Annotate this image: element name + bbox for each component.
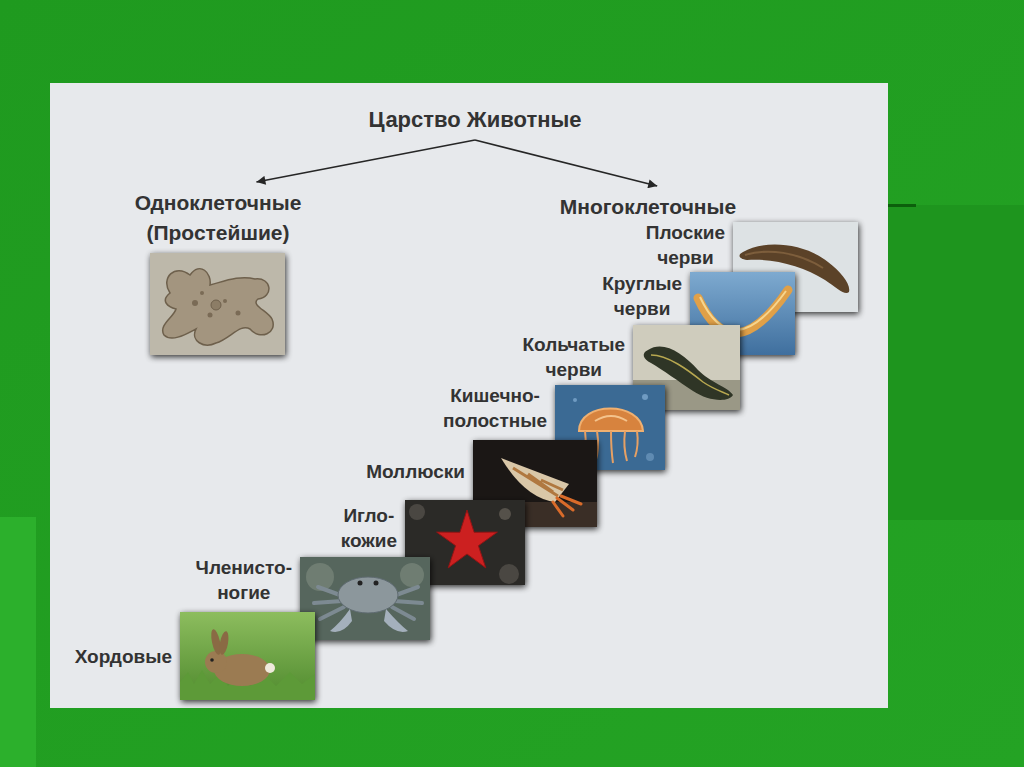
amoeba-photo xyxy=(150,253,285,355)
taxon-label: Плоские черви xyxy=(646,220,725,270)
mollusc-photo xyxy=(553,496,581,516)
taxon-card: Плоские черви xyxy=(642,216,858,312)
taxon-label: Моллюски xyxy=(366,459,465,484)
crab-photo xyxy=(374,581,379,586)
mollusc-photo xyxy=(513,468,563,496)
heading-text: Многоклеточные xyxy=(560,192,736,222)
content-panel xyxy=(50,83,888,708)
roundworm-photo xyxy=(700,291,786,330)
amoeba-photo xyxy=(150,253,285,355)
taxon-label: Кольчатые черви xyxy=(522,332,625,382)
taxon-label: Игло- кожие xyxy=(341,503,397,553)
crab-photo xyxy=(400,563,424,587)
rabbit-photo xyxy=(180,612,315,700)
rabbit-photo xyxy=(265,663,275,673)
taxon-card: Круглые черви xyxy=(598,267,795,355)
amoeba-photo xyxy=(211,300,221,310)
crab-photo xyxy=(300,557,430,640)
mollusc-photo xyxy=(501,458,569,502)
crab-photo xyxy=(338,577,398,613)
taxon-label: Хордовые xyxy=(75,644,172,669)
amoeba-photo xyxy=(223,299,227,303)
amoeba-photo xyxy=(150,253,285,355)
rabbit-photo xyxy=(180,612,315,700)
amoeba-photo xyxy=(208,313,213,318)
jellyfish-photo xyxy=(579,409,643,432)
taxon-card: Кольчатые черви xyxy=(518,325,740,410)
amoeba-photo xyxy=(192,300,198,306)
amoeba-photo xyxy=(163,269,274,345)
arrow-connector xyxy=(475,140,657,186)
flatworm-photo xyxy=(745,252,823,268)
jellyfish-photo xyxy=(573,398,577,402)
branch-node: Многоклеточные xyxy=(556,188,740,226)
jellyfish-photo xyxy=(595,416,627,421)
taxon-label: Круглые черви xyxy=(602,271,682,321)
taxon-card: Хордовые xyxy=(71,612,315,700)
branch-node: Одноклеточные (Простейшие) xyxy=(131,184,306,355)
amoeba-photo xyxy=(200,291,204,295)
starfish-photo xyxy=(437,510,498,568)
deco-line xyxy=(888,204,916,207)
rabbit-photo xyxy=(210,658,214,662)
taxon-card: Кишечно- полостные xyxy=(439,379,665,470)
arrow-connector xyxy=(256,140,475,182)
amoeba-photo xyxy=(236,311,241,316)
crab-photo xyxy=(358,581,363,586)
crab-photo xyxy=(330,609,352,632)
starfish-photo xyxy=(499,564,519,584)
starfish-photo xyxy=(409,504,425,520)
side-stripe xyxy=(0,517,36,767)
amoeba-photo xyxy=(150,253,285,355)
heading-text: Царство Животные xyxy=(369,106,582,134)
crab-photo xyxy=(300,557,430,640)
rabbit-photo xyxy=(205,651,227,673)
crab-photo xyxy=(300,557,430,640)
taxon-label: Членисто- ногие xyxy=(196,555,292,605)
jellyfish-photo xyxy=(646,453,654,461)
taxon-card: Членисто- ногие xyxy=(192,551,430,640)
jellyfish-photo xyxy=(642,394,648,400)
starfish-photo xyxy=(499,508,511,520)
crab-photo xyxy=(300,557,430,640)
taxon-label: Кишечно- полостные xyxy=(443,383,547,433)
rabbit-photo xyxy=(180,612,315,700)
heading-text: Одноклеточные (Простейшие) xyxy=(135,188,302,248)
crab-photo xyxy=(384,609,408,632)
taxon-card: Моллюски xyxy=(362,440,597,527)
taxon-card: Игло- кожие xyxy=(337,499,525,585)
side-stripe xyxy=(888,205,1024,520)
rabbit-photo xyxy=(218,630,230,655)
rabbit-photo xyxy=(180,612,315,700)
root-heading: Царство Животные xyxy=(365,102,586,138)
